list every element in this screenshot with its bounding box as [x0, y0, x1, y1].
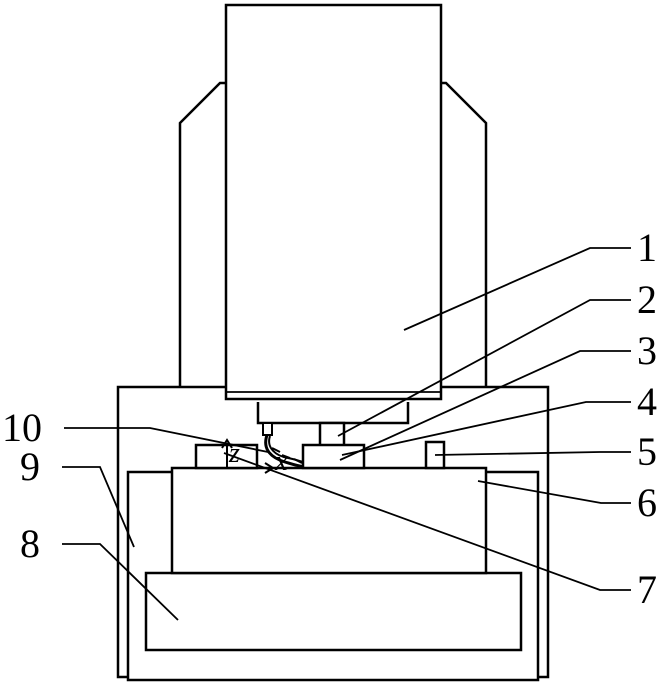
- label-3: 3: [637, 328, 657, 373]
- column-left-shoulder: [178, 81, 226, 387]
- leader-7: [223, 452, 631, 591]
- leader-5: [434, 451, 631, 456]
- axis-z-label: z: [228, 438, 240, 469]
- machine-table: [144, 571, 523, 652]
- workpiece: [301, 443, 366, 470]
- label-4: 4: [637, 379, 657, 424]
- label-6: 6: [637, 480, 657, 525]
- workpiece-base: [170, 466, 488, 575]
- label-8: 8: [20, 521, 40, 566]
- leader-1: [403, 247, 631, 331]
- leader-9: [62, 466, 135, 548]
- label-1: 1: [637, 225, 657, 270]
- spindle-housing: [256, 402, 410, 425]
- leader-4: [341, 401, 631, 456]
- column-right-shoulder: [440, 81, 488, 387]
- label-9: 9: [20, 444, 40, 489]
- label-7: 7: [637, 567, 657, 612]
- label-5: 5: [637, 429, 657, 474]
- leader-8: [62, 543, 179, 621]
- label-2: 2: [637, 277, 657, 322]
- axis-x-label: x: [274, 446, 288, 477]
- leader-10: [64, 427, 269, 453]
- leader-2: [337, 299, 631, 437]
- leader-6: [477, 480, 631, 504]
- spindle-head: [224, 3, 443, 401]
- leader-3: [339, 350, 631, 461]
- label-10: 10: [2, 405, 42, 450]
